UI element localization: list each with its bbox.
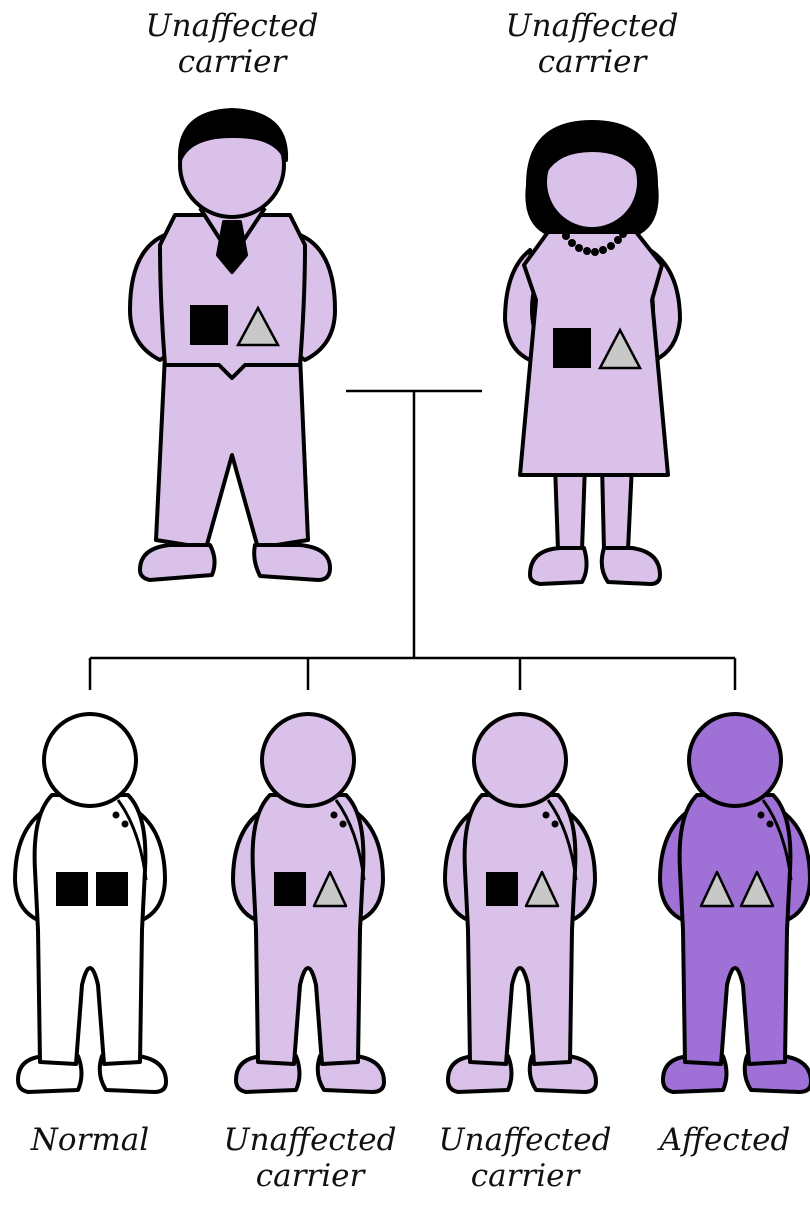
dominant-allele-square — [96, 872, 128, 906]
child1-alleles — [56, 872, 128, 906]
shoulder-seam — [116, 799, 148, 881]
child4-alleles — [699, 870, 775, 908]
recessive-allele-triangle — [312, 870, 348, 908]
pedigree-lines — [88, 389, 737, 690]
father-hair — [177, 108, 289, 162]
recessive-allele-triangle — [699, 870, 735, 908]
father-label: Unaffected carrier — [145, 8, 319, 80]
head — [42, 712, 138, 808]
child4-label: Affected — [659, 1122, 791, 1158]
body — [462, 793, 578, 1066]
mother-dress — [518, 230, 670, 477]
child2-label: Unaffected carrier — [223, 1122, 397, 1194]
father-shoe-right — [252, 543, 332, 582]
child2-figure — [231, 712, 386, 1094]
shoulder-seam — [761, 799, 793, 881]
father-shoe-left — [138, 543, 217, 582]
body — [250, 793, 366, 1066]
recessive-allele-triangle — [597, 327, 643, 370]
dominant-allele-square — [486, 872, 518, 906]
button — [121, 820, 129, 828]
mother-label: Unaffected carrier — [505, 8, 679, 80]
child1-figure — [13, 712, 168, 1094]
head — [687, 712, 783, 808]
dominant-allele-square — [190, 305, 228, 345]
mother-leg-right — [600, 463, 634, 552]
shoulder-seam — [334, 799, 366, 881]
mother-figure — [503, 120, 682, 586]
body — [677, 793, 793, 1066]
child3-figure — [443, 712, 598, 1094]
father-figure — [128, 108, 337, 582]
father-tie — [216, 220, 248, 274]
recessive-allele-triangle — [235, 305, 281, 347]
mother-shoe-right — [599, 546, 662, 586]
button — [339, 820, 347, 828]
shoulder-seam — [546, 799, 578, 881]
dominant-allele-square — [56, 872, 88, 906]
mother-fringe — [543, 132, 642, 174]
mother-necklace — [562, 230, 627, 256]
body — [32, 793, 148, 1066]
button — [757, 811, 765, 819]
child2-alleles — [274, 870, 348, 908]
mother-alleles — [553, 327, 643, 370]
button — [330, 811, 338, 819]
child3-alleles — [486, 870, 560, 908]
recessive-allele-triangle — [524, 870, 560, 908]
button — [766, 820, 774, 828]
mother-shoe-left — [528, 546, 589, 586]
button — [112, 811, 120, 819]
father-trousers — [154, 353, 310, 550]
head — [260, 712, 356, 808]
button — [542, 811, 550, 819]
recessive-allele-triangle — [739, 870, 775, 908]
father-alleles — [190, 305, 281, 347]
child3-label: Unaffected carrier — [438, 1122, 612, 1194]
head — [472, 712, 568, 808]
dominant-allele-square — [553, 328, 591, 368]
children-row — [13, 712, 810, 1094]
child4-figure — [658, 712, 810, 1094]
mother-leg-left — [553, 463, 587, 552]
child1-label: Normal — [30, 1122, 150, 1158]
button — [551, 820, 559, 828]
dominant-allele-square — [274, 872, 306, 906]
